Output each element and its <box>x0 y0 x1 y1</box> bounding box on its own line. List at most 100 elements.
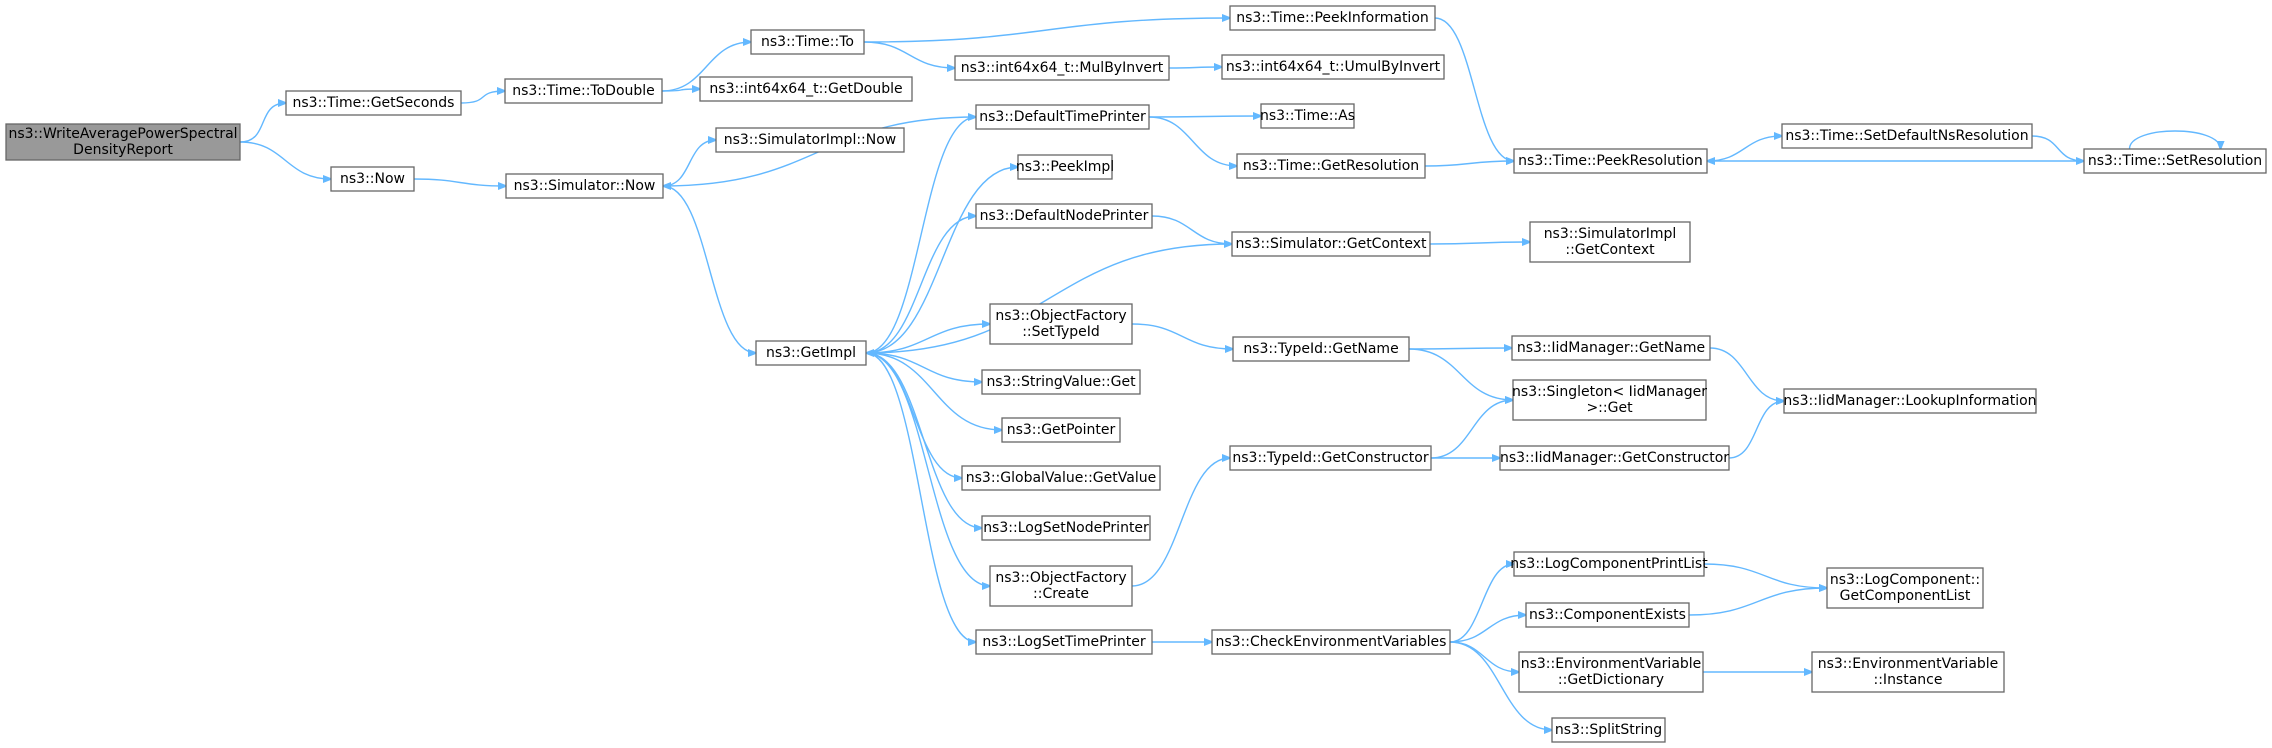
node-getimpl[interactable]: ns3::GetImpl <box>755 340 867 366</box>
node-label: ns3::int64x64_t::MulByInvert <box>961 60 1164 76</box>
node-box <box>699 76 913 102</box>
node-box <box>1211 629 1451 655</box>
node-strvalget[interactable]: ns3::StringValue::Get <box>981 369 1141 395</box>
node-label: ns3::Time::GetResolution <box>1243 158 1419 174</box>
node-label: ns3::PeekImpl <box>1016 159 1114 175</box>
edges-layer <box>239 18 2221 730</box>
node-label: ns3::StringValue::Get <box>986 374 1136 390</box>
edge-checkenv-to-compexists <box>1449 615 1526 643</box>
node-gvgetvalue[interactable]: ns3::GlobalValue::GetValue <box>961 465 1161 491</box>
node-deftimeprinter[interactable]: ns3::DefaultTimePrinter <box>975 104 1150 130</box>
node-peekinfo[interactable]: ns3::Time::PeekInformation <box>1229 5 1436 31</box>
node-box <box>981 369 1141 395</box>
edge-getimpl-to-ofsettypeid <box>865 324 990 354</box>
node-label: ns3::WriteAveragePowerSpectral <box>8 126 237 142</box>
node-envinstance[interactable]: ns3::EnvironmentVariable::Instance <box>1811 651 2005 693</box>
node-iidlookup[interactable]: ns3::IidManager::LookupInformation <box>1783 388 2037 414</box>
node-box <box>989 565 1133 607</box>
node-label: DensityReport <box>73 142 173 158</box>
edge-root-to-getseconds <box>239 103 286 143</box>
node-simnow[interactable]: ns3::Simulator::Now <box>505 173 664 199</box>
node-todouble[interactable]: ns3::Time::ToDouble <box>504 78 663 104</box>
node-box <box>715 127 905 153</box>
node-logcompprintlist[interactable]: ns3::LogComponentPrintList <box>1510 551 1708 577</box>
node-setdefnsres[interactable]: ns3::Time::SetDefaultNsResolution <box>1781 123 2033 149</box>
node-label: ::GetDictionary <box>1558 672 1664 688</box>
node-label: ns3::EnvironmentVariable <box>1818 656 1999 672</box>
edge-getimpl-to-getpointer <box>865 352 1002 430</box>
edge-mulbyinvert-to-umulbyinvert <box>1168 67 1222 68</box>
node-setresolution[interactable]: ns3::Time::SetResolution <box>2083 148 2267 174</box>
node-label: ns3::TypeId::GetConstructor <box>1232 450 1428 466</box>
node-label: ns3::int64x64_t::UmulByInvert <box>1226 59 1441 75</box>
node-timeas[interactable]: ns3::Time::As <box>1260 103 1355 129</box>
node-getpointer[interactable]: ns3::GetPointer <box>1001 417 1121 443</box>
node-label: ns3::CheckEnvironmentVariables <box>1216 634 1447 650</box>
node-ofcreate[interactable]: ns3::ObjectFactory::Create <box>989 565 1133 607</box>
node-label: ns3::SplitString <box>1555 722 1662 738</box>
edge-getimpl-to-defnodeprinter <box>865 216 976 354</box>
node-to[interactable]: ns3::Time::To <box>750 29 865 55</box>
node-box <box>5 123 241 161</box>
node-envgetdict[interactable]: ns3::EnvironmentVariable::GetDictionary <box>1518 651 1704 693</box>
node-getresolution[interactable]: ns3::Time::GetResolution <box>1236 153 1426 179</box>
node-simimplnow[interactable]: ns3::SimulatorImpl::Now <box>715 127 905 153</box>
edge-getimpl-to-logsetnodeprinter <box>865 352 982 528</box>
node-peekimpl[interactable]: ns3::PeekImpl <box>1016 154 1114 180</box>
node-box <box>975 104 1150 130</box>
node-iidgetname[interactable]: ns3::IidManager::GetName <box>1511 335 1711 361</box>
node-mulbyinvert[interactable]: ns3::int64x64_t::MulByInvert <box>954 55 1170 81</box>
node-defnodeprinter[interactable]: ns3::DefaultNodePrinter <box>975 203 1153 229</box>
node-label: ns3::Simulator::GetContext <box>1235 236 1427 252</box>
node-typeidgetctor[interactable]: ns3::TypeId::GetConstructor <box>1229 445 1432 471</box>
node-label: ns3::Singleton< IidManager <box>1512 384 1707 400</box>
node-typeidgetname[interactable]: ns3::TypeId::GetName <box>1232 336 1410 362</box>
node-logcompgetlist[interactable]: ns3::LogComponent::GetComponentList <box>1826 567 1984 609</box>
node-box <box>961 465 1161 491</box>
edge-deftimeprinter-to-timeas <box>1148 116 1261 117</box>
node-box <box>285 90 462 116</box>
node-box <box>1783 388 2037 414</box>
node-ofsettypeid[interactable]: ns3::ObjectFactory::SetTypeId <box>989 303 1133 345</box>
node-label: ns3::Time::As <box>1260 108 1355 124</box>
node-splitstring[interactable]: ns3::SplitString <box>1551 717 1666 743</box>
node-label: GetComponentList <box>1840 588 1971 604</box>
node-label: ns3::GlobalValue::GetValue <box>966 470 1156 486</box>
edge-checkenv-to-envgetdict <box>1449 641 1519 672</box>
node-box <box>1529 221 1691 263</box>
node-simgetcontext[interactable]: ns3::Simulator::GetContext <box>1231 231 1431 257</box>
node-box <box>981 515 1151 541</box>
node-now[interactable]: ns3::Now <box>330 166 415 192</box>
edge-checkenv-to-splitstring <box>1449 641 1552 730</box>
node-label: ns3::IidManager::GetName <box>1517 340 1705 356</box>
edge-typeidgetname-to-singletonget <box>1408 348 1513 400</box>
node-iidgetctor[interactable]: ns3::IidManager::GetConstructor <box>1499 445 1730 471</box>
node-peekres[interactable]: ns3::Time::PeekResolution <box>1513 148 1708 174</box>
node-box <box>1001 417 1121 443</box>
node-logsetnodeprinter[interactable]: ns3::LogSetNodePrinter <box>981 515 1151 541</box>
node-root[interactable]: ns3::WriteAveragePowerSpectralDensityRep… <box>5 123 241 161</box>
node-label: ns3::GetPointer <box>1007 422 1116 438</box>
node-simimplgetctx[interactable]: ns3::SimulatorImpl::GetContext <box>1529 221 1691 263</box>
node-box <box>1231 231 1431 257</box>
edge-iidgetctor-to-iidlookup <box>1728 401 1784 459</box>
node-getseconds[interactable]: ns3::Time::GetSeconds <box>285 90 462 116</box>
node-box <box>1229 445 1432 471</box>
edge-setresolution-to-setresolution <box>2128 130 2221 149</box>
node-box <box>1232 336 1410 362</box>
node-getdouble[interactable]: ns3::int64x64_t::GetDouble <box>699 76 913 102</box>
edge-compexists-to-logcompgetlist <box>1688 588 1827 616</box>
node-singletonget[interactable]: ns3::Singleton< IidManager>::Get <box>1512 379 1707 421</box>
node-compexists[interactable]: ns3::ComponentExists <box>1525 602 1690 628</box>
edge-to-to-peekinfo <box>863 18 1230 43</box>
edge-todouble-to-to <box>661 42 751 92</box>
node-label: ::SetTypeId <box>1022 324 1100 340</box>
node-checkenv[interactable]: ns3::CheckEnvironmentVariables <box>1211 629 1451 655</box>
node-logsettimeprinter[interactable]: ns3::LogSetTimePrinter <box>975 629 1153 655</box>
edge-getimpl-to-deftimeprinter <box>865 117 976 354</box>
node-box <box>1511 335 1711 361</box>
edge-simgetcontext-to-getimpl <box>866 243 1233 353</box>
node-umulbyinvert[interactable]: ns3::int64x64_t::UmulByInvert <box>1221 54 1445 80</box>
node-box <box>505 173 664 199</box>
